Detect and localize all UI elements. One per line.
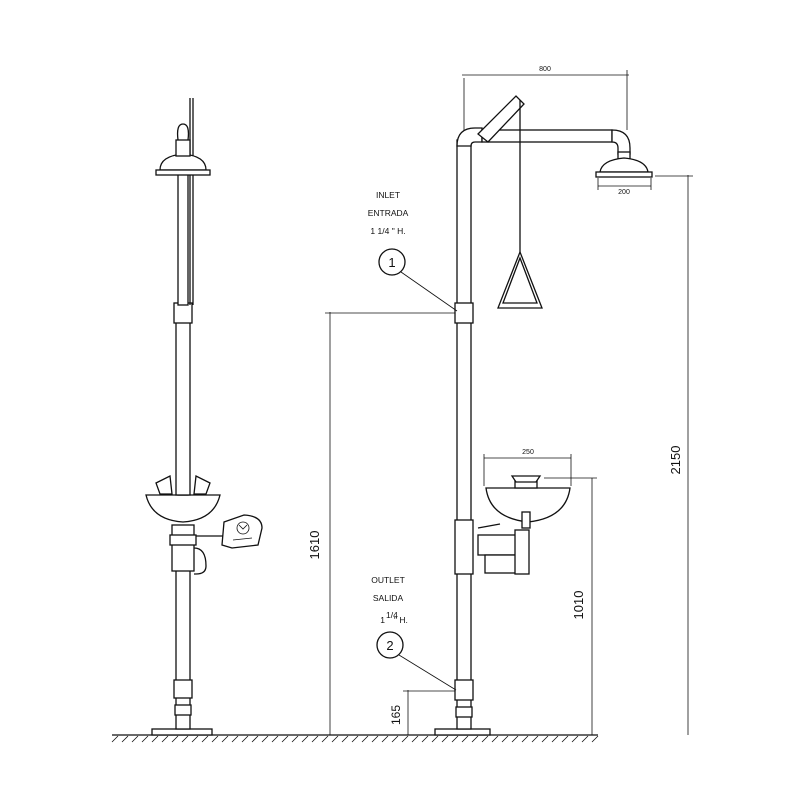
front-view-outlet-fitting	[454, 679, 474, 701]
front-view-base-plate	[434, 728, 491, 736]
side-view-middle-pipe	[175, 319, 191, 496]
dim-eyewash-height: 1010	[571, 591, 586, 620]
side-view-spray-head-left	[155, 475, 173, 495]
front-view-inlet-fitting	[454, 302, 474, 324]
front-view-eyewash-spray-head	[510, 475, 542, 483]
inlet-label-es: ENTRADA	[368, 208, 409, 218]
front-view-pull-triangle	[497, 250, 543, 309]
outlet-size-suffix: " H.	[394, 615, 408, 625]
inlet-leader-line	[400, 271, 458, 312]
front-view-shower-head	[599, 157, 649, 173]
dim-eyewash-bowl-width: 250	[522, 449, 534, 456]
front-view-shower-station	[434, 95, 653, 736]
outlet-callout: OUTLET SALIDA 1 1/4 " H. 2	[371, 575, 457, 691]
front-view-main-pipe	[456, 139, 472, 730]
ground-line	[111, 734, 599, 743]
outlet-label-es: SALIDA	[373, 593, 404, 603]
inlet-label-en: INLET	[376, 190, 400, 200]
inlet-size: 1 1/4 " H.	[370, 226, 405, 236]
dim-shower-arm-width: 800	[539, 66, 551, 73]
outlet-size-fraction: 1/4	[386, 610, 398, 620]
inlet-number: 1	[388, 255, 395, 270]
dim-inlet-height: 1610	[307, 531, 322, 560]
outlet-label-en: OUTLET	[371, 575, 405, 585]
dimension-lines	[325, 70, 693, 735]
side-view-spray-head-right	[193, 475, 211, 495]
dim-shower-height: 2150	[668, 446, 683, 475]
inlet-callout: INLET ENTRADA 1 1/4 " H. 1	[368, 190, 458, 312]
outlet-number-circle	[376, 631, 404, 659]
outlet-size-whole: 1	[380, 615, 385, 625]
side-view-push-flag	[196, 514, 263, 549]
side-view-lower-pipe	[175, 547, 191, 730]
front-view-shower-arm	[481, 129, 613, 143]
outlet-number: 2	[386, 638, 393, 653]
front-view-shower-valve-lever	[477, 95, 525, 143]
side-view-upper-pipe	[177, 159, 189, 306]
side-view-base-plate	[151, 728, 213, 736]
dim-outlet-height: 165	[389, 705, 403, 725]
side-view-shower-station	[145, 98, 263, 736]
outlet-leader-line	[398, 654, 457, 691]
side-view-eyewash-bowl	[145, 494, 221, 523]
inlet-number-circle	[378, 248, 406, 276]
dim-shower-head-width: 200	[618, 189, 630, 196]
